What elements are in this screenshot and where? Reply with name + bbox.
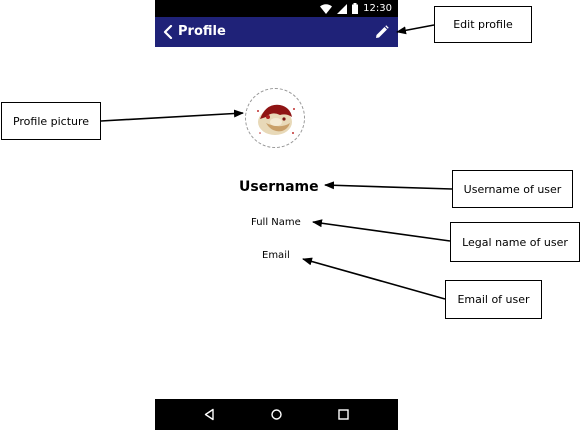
signal-icon xyxy=(337,3,348,14)
app-bar: Profile xyxy=(155,17,398,47)
status-icons: 12:30 xyxy=(320,2,392,15)
callout-profile-picture-label: Profile picture xyxy=(12,114,90,128)
navigation-bar xyxy=(155,399,398,430)
full-name-text: Full Name xyxy=(251,217,301,228)
legal-name-arrow xyxy=(312,219,451,242)
username-text: Username xyxy=(239,179,319,195)
callout-username: Username of user xyxy=(452,170,573,208)
callout-email: Email of user xyxy=(445,280,542,319)
username-arrow xyxy=(324,181,453,190)
callout-edit-profile: Edit profile xyxy=(434,6,532,43)
callout-profile-picture: Profile picture xyxy=(1,102,101,140)
callout-username-label: Username of user xyxy=(463,182,562,196)
edit-pencil-icon[interactable] xyxy=(375,25,389,39)
avatar-image xyxy=(257,104,295,135)
edit-profile-arrow xyxy=(396,24,435,35)
battery-icon xyxy=(352,3,359,14)
status-time: 12:30 xyxy=(363,3,392,14)
home-circle-icon[interactable] xyxy=(270,408,283,421)
wifi-icon xyxy=(320,3,333,14)
email-arrow xyxy=(302,257,446,300)
callout-edit-profile-label: Edit profile xyxy=(453,18,513,31)
callout-email-label: Email of user xyxy=(457,293,530,306)
back-arrow-icon[interactable] xyxy=(163,25,173,39)
callout-legal-name-label: Legal name of user xyxy=(462,235,568,249)
recents-square-icon[interactable] xyxy=(337,408,350,421)
callout-legal-name: Legal name of user xyxy=(450,222,580,262)
profile-avatar[interactable] xyxy=(245,88,305,148)
email-text: Email xyxy=(262,250,290,261)
profile-picture-arrow xyxy=(100,109,244,122)
status-bar: 12:30 xyxy=(155,0,398,17)
back-triangle-icon[interactable] xyxy=(203,408,216,421)
page-title: Profile xyxy=(178,24,226,39)
